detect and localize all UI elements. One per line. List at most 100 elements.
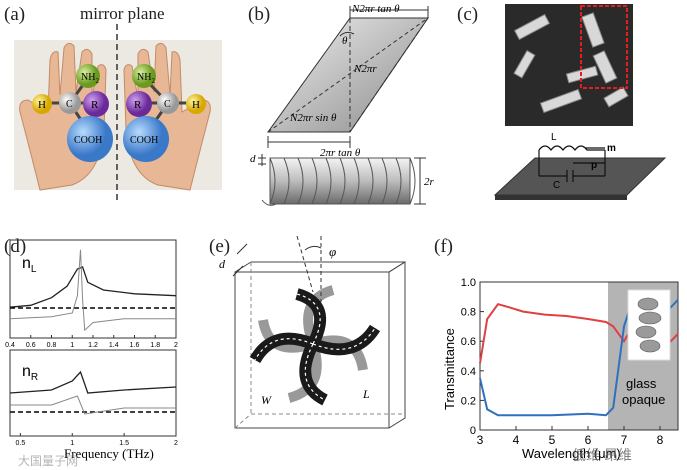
transmittance-plot: 3 4 5 6 7 8 0 0.2 0.4 0.6 0.8 1.0 glass opaque Tran… xyxy=(442,277,679,461)
nl-tick-label: 1 xyxy=(70,342,74,349)
f-xlabel: Wavelength (μm) xyxy=(522,446,621,461)
nl-tick-label: 2 xyxy=(174,342,178,349)
l-label: L xyxy=(362,387,370,401)
panel-e-label: (e) xyxy=(209,236,231,257)
r-group-left xyxy=(83,91,109,117)
nr-label: nR xyxy=(22,363,38,383)
cooh-label-right: COOH xyxy=(130,135,158,146)
r-label-left: R xyxy=(91,99,99,111)
nr-x-ticks: 0.5 1 1.5 2 xyxy=(16,433,178,447)
d-label-e: d xyxy=(219,257,226,271)
h-atom-left xyxy=(32,94,52,114)
r-label-right: R xyxy=(134,99,142,111)
nr-tick-label: 2 xyxy=(174,440,178,447)
nl-series-1 xyxy=(9,266,177,308)
nh2-atom-right xyxy=(132,64,156,88)
panel-c: (c) L m p C xyxy=(455,0,687,215)
nr-tick-label: 1 xyxy=(70,440,74,447)
d-xlabel: Frequency (THz) xyxy=(64,446,154,461)
f-y-tick-label: 0.8 xyxy=(461,307,476,319)
carbon-atom-left xyxy=(59,92,81,114)
c-label-left: C xyxy=(66,99,73,110)
f-y-tick-label: 0 xyxy=(470,425,476,437)
f-ylabel: Transmittance xyxy=(442,328,457,410)
nr-series-1 xyxy=(9,370,177,394)
nl-x-ticks: 0.4 0.6 0.8 1 1.2 1.4 1.6 1.8 2 xyxy=(5,335,178,349)
f-x-tick-label: 4 xyxy=(513,433,520,447)
nl-label: nL xyxy=(22,255,37,275)
f-plot-frame xyxy=(479,281,679,431)
d-label-b: d xyxy=(250,153,256,165)
f-x-tick-label: 3 xyxy=(477,433,484,447)
helix-cylinder xyxy=(261,157,416,206)
cooh-label-left: COOH xyxy=(74,135,102,146)
capacitor-label: C xyxy=(553,180,560,191)
f-y-tick-label: 0.6 xyxy=(461,336,476,348)
inductor-label: L xyxy=(551,132,557,143)
inset-glass-label: glass xyxy=(626,376,657,391)
f-x-tick-label: 8 xyxy=(657,433,664,447)
panel-e: (e) d φ W L xyxy=(205,232,425,470)
diagonal-label: N2πr sin θ xyxy=(289,112,337,124)
refractive-index-plots: nL nR 0.4 0.6 0.8 1 1.2 1.4 1.6 1.8 2 0.5 1 1.5 2 F… xyxy=(5,239,178,461)
f-y-tick-label: 1.0 xyxy=(461,277,476,289)
cooh-group-left xyxy=(67,116,113,162)
sem-and-circuit-figure: L m p C xyxy=(493,4,667,200)
phi-label: φ xyxy=(329,244,336,259)
f-x-tick-label: 7 xyxy=(621,433,628,447)
f-y-tick-label: 0.2 xyxy=(461,395,476,407)
electric-moment-label: p xyxy=(591,160,597,171)
f-axis-ticks: 3 4 5 6 7 8 0 0.2 0.4 0.6 0.8 1.0 xyxy=(461,277,664,447)
highlight-box xyxy=(580,5,628,89)
nl-tick-label: 0.4 xyxy=(5,342,15,349)
f-y-tick-label: 0.4 xyxy=(461,366,476,378)
panel-f-label: (f) xyxy=(434,236,453,257)
watermark-left: 大国量子网 xyxy=(18,454,79,468)
cooh-group-right xyxy=(123,116,169,162)
radius-label: 2r xyxy=(424,176,435,188)
nh2-atom-left xyxy=(76,64,100,88)
nr-series-2 xyxy=(10,395,176,415)
helix-unwrap-diagram: N2πr tan θ θ N2πr N2πr sin θ 2πr tan θ d… xyxy=(250,3,435,206)
nl-tick-label: 1.4 xyxy=(109,342,119,349)
h-atom-right xyxy=(186,94,206,114)
nl-tick-label: 0.6 xyxy=(26,342,36,349)
panel-a-label: (a) xyxy=(4,4,26,25)
nl-tick-label: 0.8 xyxy=(47,342,57,349)
f-x-tick-label: 5 xyxy=(549,433,556,447)
mirror-plane-title: mirror plane xyxy=(80,4,165,23)
panel-a: (a) mirror plane xyxy=(0,0,225,205)
r-group-right xyxy=(126,91,152,117)
nr-series-group xyxy=(9,370,177,415)
nl-tick-label: 1.8 xyxy=(150,342,160,349)
pinwheel-metamaterial-diagram: d φ W L xyxy=(219,235,406,429)
nl-tick-label: 1.6 xyxy=(130,342,140,349)
nr-tick-label: 0.5 xyxy=(16,440,26,447)
nh2-label-left: NH2 xyxy=(81,72,99,85)
f-x-tick-label: 6 xyxy=(585,433,592,447)
carbon-atom-right xyxy=(157,92,179,114)
nl-plot-frame xyxy=(9,239,177,339)
h-label-right: H xyxy=(192,99,200,111)
side-length-label: N2πr xyxy=(353,63,377,75)
magnetic-moment-label: m xyxy=(607,143,616,154)
c-label-right: C xyxy=(164,99,171,110)
chirality-hands-figure: NH2 H C R COOH NH2 R C H COOH xyxy=(14,24,222,200)
panel-f: (f) 3 4 5 6 7 8 0 0.2 0.4 0.6 0.8 1.0 glass opaque … xyxy=(430,232,687,470)
nl-tick-label: 1.2 xyxy=(88,342,98,349)
nl-series-group xyxy=(9,249,177,332)
nr-tick-label: 1.5 xyxy=(119,440,129,447)
nl-series-2 xyxy=(9,249,176,332)
watermark-right: 低维 昂维 xyxy=(572,447,632,463)
bottom-dimension-label: 2πr tan θ xyxy=(320,147,361,159)
panel-b-label: (b) xyxy=(248,4,271,25)
inset-opaque-label: opaque xyxy=(622,392,665,407)
w-label: W xyxy=(261,393,272,407)
panel-b: (b) N2πr tan θ θ N2πr N2πr sin θ 2πr tan… xyxy=(228,0,448,210)
panel-c-label: (c) xyxy=(457,4,479,25)
nh2-label-right: NH2 xyxy=(137,72,155,85)
top-dimension-label: N2πr tan θ xyxy=(351,3,400,15)
h-label-left: H xyxy=(38,99,46,111)
theta-label: θ xyxy=(342,35,348,47)
